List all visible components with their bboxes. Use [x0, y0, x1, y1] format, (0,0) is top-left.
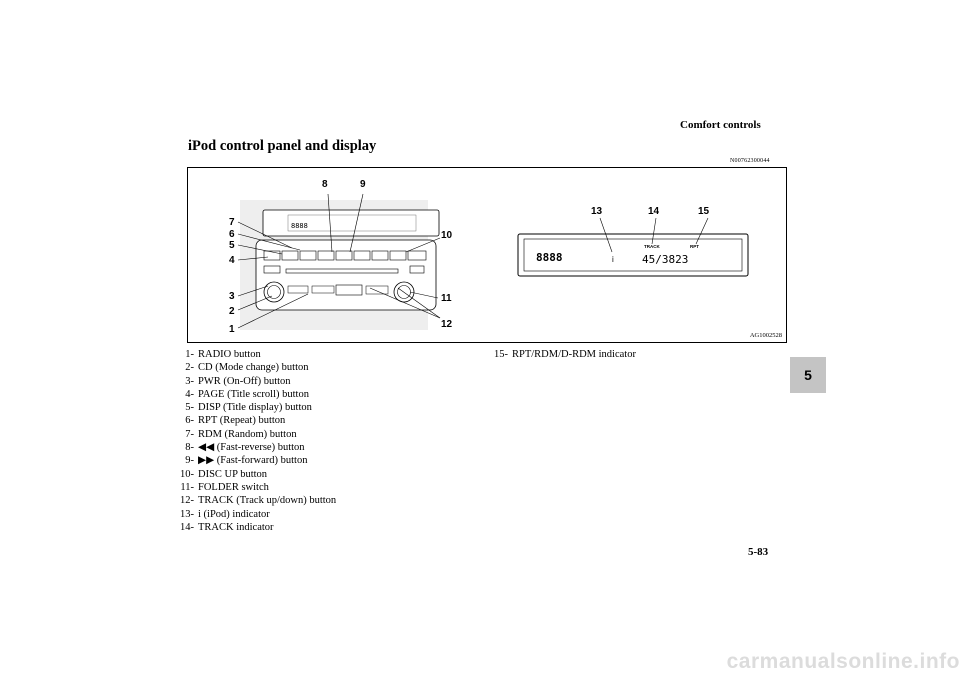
- legend-label: RADIO button: [198, 349, 261, 360]
- legend-label: TRACK (Track up/down) button: [198, 495, 337, 507]
- display-track-count: 45/3823: [642, 253, 688, 266]
- figure-code: AG1002528: [749, 332, 782, 339]
- legend-number: 4-: [185, 388, 194, 400]
- legend-label: FOLDER switch: [198, 481, 269, 493]
- control-panel-figure: 8888: [187, 167, 787, 343]
- legend-number: 10-: [180, 468, 194, 480]
- legend-item: 12- TRACK (Track up/down) button: [170, 494, 336, 507]
- legend-item: 8- ◀◀ (Fast-reverse) button: [170, 441, 336, 454]
- legend-item: 15- RPT/RDM/D-RDM indicator: [484, 348, 636, 361]
- callout-3: 3: [229, 291, 235, 302]
- display-track-indicator: TRACK: [644, 244, 660, 249]
- legend-number: 3-: [185, 375, 194, 387]
- running-header: Comfort controls: [680, 119, 761, 131]
- legend-item: 4- PAGE (Title scroll) button: [170, 388, 336, 401]
- display-i-indicator: i: [612, 255, 614, 264]
- legend-item: 6- RPT (Repeat) button: [170, 414, 336, 427]
- svg-text:8888: 8888: [291, 222, 308, 230]
- legend-item: 1- RADIO button: [170, 348, 336, 361]
- legend-number: 6-: [185, 415, 194, 427]
- document-code: N00762300044: [730, 158, 770, 164]
- callout-6: 6: [229, 229, 235, 240]
- control-panel-illustration: 8888: [237, 193, 749, 330]
- legend-number: 9-: [185, 455, 194, 467]
- legend-label: CD (Mode change) button: [198, 362, 309, 374]
- callout-14: 14: [648, 206, 660, 217]
- callout-12: 12: [441, 319, 453, 330]
- legend-label: DISC UP button: [198, 468, 268, 480]
- legend-item: 2- CD (Mode change) button: [170, 361, 336, 374]
- callout-4: 4: [229, 255, 235, 266]
- legend-label: PAGE (Title scroll) button: [198, 388, 309, 400]
- legend-number: 8-: [185, 442, 194, 454]
- legend-list-right: 15- RPT/RDM/D-RDM indicator: [484, 348, 636, 361]
- callout-10: 10: [441, 230, 453, 241]
- callout-15: 15: [698, 206, 710, 217]
- display-rpt-indicator: RPT: [690, 244, 699, 249]
- legend-label: i (iPod) indicator: [198, 508, 270, 520]
- legend-label: DISP (Title display) button: [198, 402, 312, 414]
- legend-number: 14-: [180, 521, 194, 533]
- legend-item: 10- DISC UP button: [170, 468, 336, 481]
- legend-number: 5-: [185, 402, 194, 414]
- legend-item: 9- ▶▶ (Fast-forward) button: [170, 454, 336, 467]
- page-number: 5-83: [748, 546, 769, 558]
- legend-number: 11-: [180, 481, 194, 493]
- callout-9: 9: [360, 179, 366, 190]
- chapter-tab: 5: [790, 357, 826, 393]
- legend-label: ◀◀ (Fast-reverse) button: [198, 442, 305, 454]
- legend-list: 1- RADIO button 2- CD (Mode change) button…: [170, 348, 336, 534]
- callout-1: 1: [229, 324, 235, 335]
- legend-item: 5- DISP (Title display) button: [170, 401, 336, 414]
- legend-number: 1-: [185, 349, 194, 360]
- callout-5: 5: [229, 240, 235, 251]
- callout-8: 8: [322, 179, 328, 190]
- legend-item: 13- i (iPod) indicator: [170, 508, 336, 521]
- section-title: iPod control panel and display: [188, 138, 377, 154]
- watermark: carmanualsonline.info: [726, 650, 960, 673]
- callout-13: 13: [591, 206, 603, 217]
- legend-item: 7- RDM (Random) button: [170, 428, 336, 441]
- legend-label: TRACK indicator: [198, 521, 274, 533]
- legend-number: 12-: [180, 495, 194, 507]
- legend-number: 2-: [185, 362, 194, 374]
- callout-2: 2: [229, 306, 235, 317]
- legend-label: PWR (On-Off) button: [198, 375, 291, 387]
- legend-number: 13-: [180, 508, 194, 520]
- legend-item: 14- TRACK indicator: [170, 521, 336, 534]
- legend-number: 7-: [185, 428, 194, 440]
- legend-label: RDM (Random) button: [198, 428, 297, 440]
- legend-item: 3- PWR (On-Off) button: [170, 375, 336, 388]
- display-digits: 8888: [536, 251, 563, 264]
- legend-label: ▶▶ (Fast-forward) button: [198, 455, 308, 467]
- callout-11: 11: [441, 293, 452, 304]
- legend-label: RPT (Repeat) button: [198, 415, 286, 427]
- callout-7: 7: [229, 217, 235, 228]
- legend-label: RPT/RDM/D-RDM indicator: [512, 349, 636, 360]
- legend-item: 11- FOLDER switch: [170, 481, 336, 494]
- legend-number: 15-: [494, 349, 508, 360]
